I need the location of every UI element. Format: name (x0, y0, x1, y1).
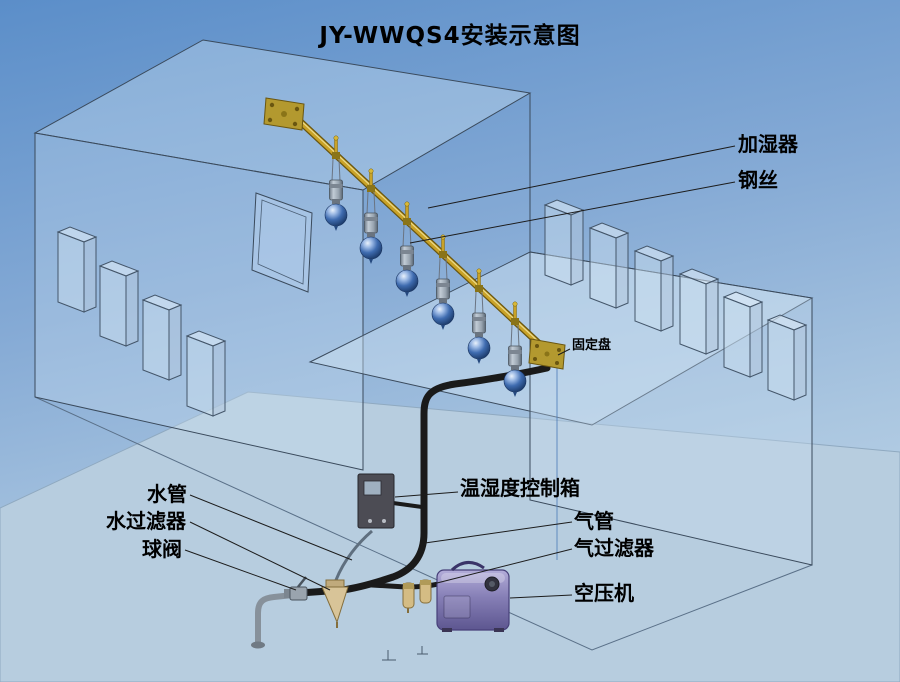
label-fixing-plate: 固定盘 (572, 338, 612, 353)
control-box-screen (363, 480, 382, 496)
leader-lines (184, 145, 736, 599)
air-filters (402, 579, 432, 613)
ball-valve (284, 576, 308, 601)
leader-air-pipe (424, 521, 573, 544)
label-steel-wire: 钢丝 (738, 168, 778, 192)
label-water-filter: 水过滤器 (106, 509, 186, 533)
label-ball-valve: 球阀 (142, 537, 182, 561)
leader-compressor (509, 594, 573, 599)
leader-ball-valve (184, 549, 297, 591)
leader-control-box (394, 491, 459, 498)
control-box-stub (391, 501, 424, 509)
main-supply-pipe (296, 364, 551, 597)
label-water-pipe: 水管 (147, 482, 187, 506)
label-control-box: 温湿度控制箱 (460, 476, 580, 500)
wall-window (251, 192, 313, 293)
leader-water-pipe (189, 494, 353, 561)
water-hose (334, 529, 373, 581)
air-compressor (436, 561, 510, 632)
fixing-plate (528, 338, 566, 370)
label-compressor: 空压机 (574, 581, 634, 605)
control-box (357, 473, 395, 529)
label-humidifier: 加湿器 (738, 132, 798, 156)
leader-air-filter (432, 548, 573, 585)
leader-humidifier (427, 145, 736, 209)
leader-steel-wire (409, 181, 736, 244)
leader-water-filter (189, 521, 331, 591)
water-inlet-pipe (251, 592, 296, 649)
mounting-plate (263, 97, 305, 131)
floor-marks (382, 646, 428, 661)
label-air-filter: 气过滤器 (574, 536, 654, 560)
water-filter (321, 579, 349, 628)
label-air-pipe: 气管 (574, 509, 614, 533)
diagram-title: JY-WWQS4安装示意图 (319, 23, 581, 49)
leader-fixing-plate (557, 348, 571, 356)
compressor-handle (450, 561, 485, 572)
